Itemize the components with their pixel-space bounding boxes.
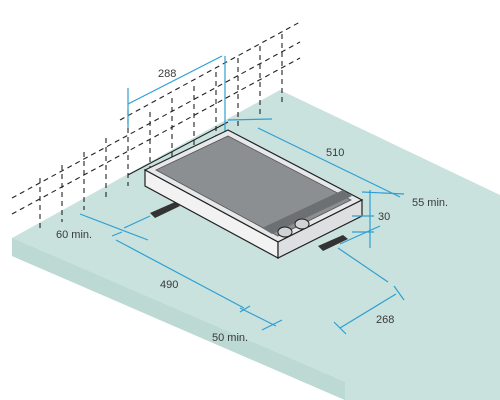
label-490: 490 bbox=[160, 279, 178, 291]
dimension-510: 510 bbox=[227, 118, 405, 198]
dimension-490: 490 bbox=[111, 231, 251, 313]
dimension-288: 288 bbox=[127, 55, 226, 133]
dimension-60min: 60 min. bbox=[56, 213, 151, 241]
appliance-foot-right bbox=[318, 235, 348, 251]
label-288: 288 bbox=[158, 68, 176, 80]
label-60min: 60 min. bbox=[56, 229, 92, 241]
hob-control-strip bbox=[262, 190, 352, 234]
wall-base-line bbox=[127, 121, 229, 176]
label-55min: 55 min. bbox=[412, 197, 448, 209]
label-30: 30 bbox=[378, 211, 390, 223]
dimension-55min: 55 min. bbox=[339, 197, 448, 245]
appliance-foot-left bbox=[150, 202, 180, 218]
label-268: 268 bbox=[376, 314, 394, 326]
countertop-front-edge bbox=[12, 238, 345, 400]
control-knob-right bbox=[294, 218, 310, 230]
dimension-50min: 50 min. bbox=[212, 307, 283, 344]
label-510: 510 bbox=[326, 147, 344, 159]
label-50min: 50 min. bbox=[212, 332, 248, 344]
control-knob-left bbox=[277, 226, 293, 238]
hob-appliance bbox=[143, 129, 364, 260]
wall-rails bbox=[11, 21, 301, 215]
dimension-30: 30 bbox=[352, 190, 390, 248]
dimension-268: 268 bbox=[333, 247, 405, 335]
